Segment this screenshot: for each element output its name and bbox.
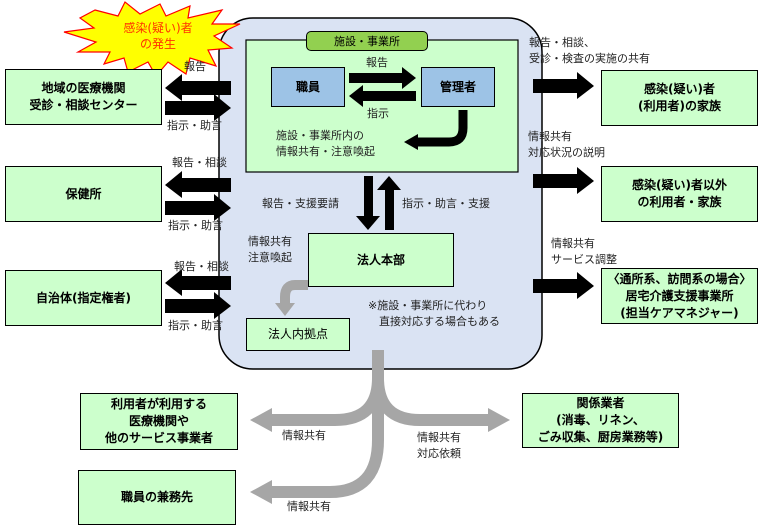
arrow-manager-internal — [418, 110, 468, 147]
manager-box: 管理者 — [421, 67, 495, 107]
facility-internal-note: 施設・事業所内の 情報共有・注意喚起 — [276, 129, 375, 158]
right-2-label: 情報共有 対応状況の説明 — [528, 130, 605, 159]
facility-tag: 施設・事業所 — [306, 31, 428, 51]
entity-infected-family: 感染(疑い)者 (利用者)の家族 — [601, 70, 758, 126]
hq-down-label: 指示・助言・支援 — [402, 197, 490, 210]
bottom-vendors-label: 情報共有 対応依頼 — [417, 431, 461, 460]
arrow-hq-to-branch-head — [275, 303, 295, 316]
entity-other-users: 感染(疑い)者以外 の利用者・家族 — [601, 166, 758, 222]
hq-up-label: 報告・支援要請 — [262, 197, 339, 210]
arrow-gray-staff-head — [250, 480, 272, 504]
arrow-left-1-in — [165, 94, 231, 121]
hq-note: ※施設・事業所に代わり 直接対応する場合もある — [368, 299, 500, 328]
outbreak-burst-label: 感染(疑い)者 の発生 — [123, 21, 193, 51]
arrow-left-1-out — [165, 74, 231, 101]
left-2-out-label: 報告・相談 — [172, 156, 227, 169]
outbreak-burst-shape — [63, 1, 241, 78]
entity-user-medical: 利用者が利用する 医療機関や 他のサービス事業者 — [80, 393, 238, 450]
arrow-facility-to-hq — [356, 176, 380, 230]
left-2-in-label: 指示・助言 — [168, 219, 223, 232]
entity-medical-consultation: 地域の医療機関 受診・相談センター — [5, 69, 162, 125]
left-1-in-label: 指示・助言 — [167, 119, 222, 132]
arrow-manager-to-staff — [349, 85, 416, 107]
left-3-in-label: 指示・助言 — [168, 319, 223, 332]
hq-box: 法人本部 — [308, 233, 454, 287]
left-3-out-label: 報告・相談 — [174, 260, 229, 273]
entity-care-manager: 〈通所系、訪問系の場合〉 居宅介護支援事業所 (担当ケアマネジャー) — [601, 268, 758, 324]
hq-share-label: 情報共有 注意喚起 — [248, 235, 292, 264]
arrow-right-1 — [533, 72, 594, 99]
arrow-staff-to-manager — [349, 67, 416, 89]
arrow-left-3-in — [165, 292, 231, 319]
right-1-label: 報告・相談、 受診・検査の実施の共有 — [529, 36, 650, 65]
arrow-right-3 — [533, 272, 594, 299]
entity-staff-other-job: 職員の兼務先 — [78, 470, 236, 525]
arrow-manager-internal-head — [404, 134, 418, 150]
bottom-medical-label: 情報共有 — [282, 429, 326, 442]
arrow-right-2 — [533, 167, 594, 194]
arrow-gray-branch-staff — [270, 378, 384, 498]
staff-box: 職員 — [271, 67, 345, 107]
left-1-out-label: 報告 — [184, 60, 206, 73]
staff-report-label: 報告 — [366, 56, 388, 69]
bottom-staff-label: 情報共有 — [287, 500, 331, 513]
right-3-label: 情報共有 サービス調整 — [551, 237, 617, 266]
arrow-left-3-out — [165, 269, 231, 296]
entity-health-center: 保健所 — [5, 166, 162, 222]
arrow-hq-to-facility — [377, 176, 401, 230]
arrow-left-2-out — [165, 171, 231, 198]
arrow-gray-branch-medical — [270, 377, 384, 426]
arrow-left-2-in — [165, 194, 231, 221]
branch-box: 法人内拠点 — [246, 318, 350, 351]
entity-vendors: 関係業者 (消毒、リネン、 ごみ収集、厨房業務等) — [522, 393, 679, 448]
arrow-gray-branch-vendors — [372, 377, 490, 426]
arrow-hq-to-branch — [280, 280, 308, 305]
entity-municipality: 自治体(指定権者) — [5, 270, 162, 326]
arrow-gray-medical-head — [250, 408, 272, 432]
manager-instruct-label: 指示 — [367, 107, 389, 120]
arrow-gray-vendors-head — [488, 408, 510, 432]
